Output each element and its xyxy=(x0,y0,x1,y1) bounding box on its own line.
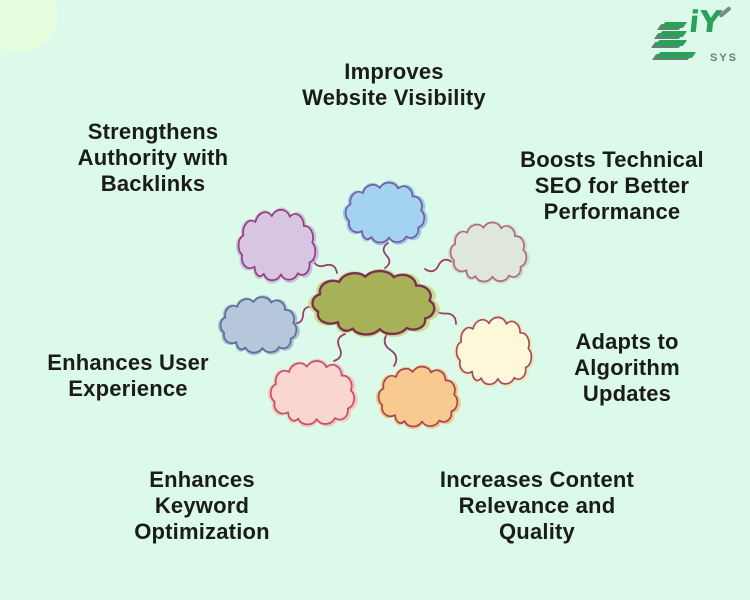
cloud-shape-enhances-keyword-optimization xyxy=(271,361,354,424)
cloud-enhances-keyword-optimization xyxy=(267,358,358,428)
cloud-shape-strengthens-authority xyxy=(239,210,316,280)
logo-bar-icon xyxy=(655,52,697,58)
cloud-improves-website-visibility xyxy=(342,180,428,246)
label-enhances-user-experience: Enhances User Experience xyxy=(47,350,209,401)
connector-increases-content-relevance xyxy=(383,333,398,367)
label-improves-website-visibility: Improves Website Visibility xyxy=(302,59,486,110)
cloud-shape-seo-core xyxy=(313,271,435,334)
label-boosts-technical-seo: Boosts Technical SEO for Better Performa… xyxy=(520,147,704,224)
logo-subtext: SYS xyxy=(709,52,738,64)
cloud-shape-increases-content-relevance xyxy=(379,367,458,427)
cloud-shape-enhances-user-experience xyxy=(221,297,297,352)
label-increases-content-relevance: Increases Content Relevance and Quality xyxy=(439,467,635,544)
logo-bar-icon xyxy=(660,22,688,28)
cloud-shape-boosts-technical-seo xyxy=(451,223,527,282)
cloud-increases-content-relevance xyxy=(375,364,461,430)
label-strengthens-authority: Strengthens Authority with Backlinks xyxy=(77,119,229,196)
connector-boosts-technical-seo xyxy=(424,258,453,273)
cloud-shape-adapts-to-algorithm xyxy=(457,317,532,384)
label-enhances-keyword-optimization: Enhances Keyword Optimization xyxy=(134,467,270,544)
connector-enhances-keyword-optimization xyxy=(333,333,346,362)
cloud-enhances-user-experience xyxy=(217,295,300,356)
logo-bar-icon xyxy=(654,40,688,46)
cloud-adapts-to-algorithm xyxy=(453,315,535,388)
cloud-seo-core xyxy=(308,268,440,338)
connector-improves-website-visibility xyxy=(382,242,391,269)
label-adapts-to-algorithm: Adapts to Algorithm Updates xyxy=(574,329,680,406)
brand-logo: iY SYS xyxy=(650,5,740,66)
cloud-shape-improves-website-visibility xyxy=(346,183,425,243)
cloud-strengthens-authority xyxy=(235,207,319,284)
cloud-boosts-technical-seo xyxy=(447,220,530,285)
connector-enhances-user-experience xyxy=(292,305,314,325)
logo-wordmark: iY xyxy=(687,5,723,40)
logo-bar-icon xyxy=(657,31,688,37)
